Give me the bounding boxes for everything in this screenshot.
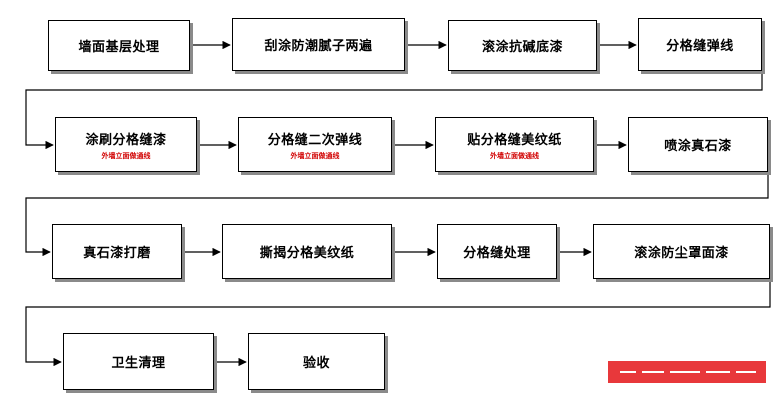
wrap-row2-row3 — [25, 145, 769, 257]
step-label: 验收 — [302, 356, 330, 371]
step-alkali-primer: 滚涂抗碱底漆 — [448, 20, 597, 71]
step-label: 分格缝二次弹线 — [267, 132, 363, 148]
step-label: 分格缝处理 — [463, 246, 531, 261]
step-acceptance: 验收 — [248, 333, 385, 390]
step-masking-tape: 贴分格缝美纹纸 外墙立面做通线 — [435, 117, 594, 172]
step-label: 滚涂抗碱底漆 — [481, 40, 563, 55]
step-stone-paint-sanding: 真石漆打磨 — [52, 224, 182, 279]
step-label: 撕揭分格美纹纸 — [259, 246, 355, 261]
step-label: 涂刷分格缝漆 — [85, 132, 167, 148]
step-note: 外墙立面做通线 — [290, 150, 340, 160]
step-label: 滚涂防尘罩面漆 — [634, 246, 729, 261]
step-label: 分格缝弹线 — [666, 39, 734, 54]
step-joint-paint: 涂刷分格缝漆 外墙立面做通线 — [55, 117, 197, 172]
step-label: 真石漆打磨 — [83, 246, 151, 261]
step-label: 墙面基层处理 — [78, 40, 160, 55]
step-putty-two-coats: 刮涂防潮腻子两遍 — [232, 18, 405, 71]
step-second-lining: 分格缝二次弹线 外墙立面做通线 — [238, 117, 392, 172]
step-wall-base-treatment: 墙面基层处理 — [48, 20, 190, 71]
step-topcoat: 滚涂防尘罩面漆 — [593, 224, 770, 279]
step-joint-treatment: 分格缝处理 — [437, 224, 557, 279]
step-note: 外墙立面做通线 — [101, 150, 151, 160]
step-note: 外墙立面做通线 — [490, 150, 539, 160]
step-spray-stone-paint: 喷涂真石漆 — [628, 117, 768, 172]
step-cleanup: 卫生清理 — [63, 333, 214, 390]
step-joint-lining: 分格缝弹线 — [638, 18, 762, 71]
step-remove-tape: 撕揭分格美纹纸 — [222, 224, 392, 279]
step-label: 喷涂真石漆 — [664, 139, 732, 154]
step-label: 卫生清理 — [111, 356, 166, 371]
wrap-row3-row4 — [25, 254, 771, 367]
watermark-badge — [608, 361, 766, 383]
step-label: 贴分格缝美纹纸 — [467, 132, 562, 148]
wrap-row1-row2 — [25, 58, 763, 150]
step-label: 刮涂防潮腻子两遍 — [264, 39, 373, 54]
